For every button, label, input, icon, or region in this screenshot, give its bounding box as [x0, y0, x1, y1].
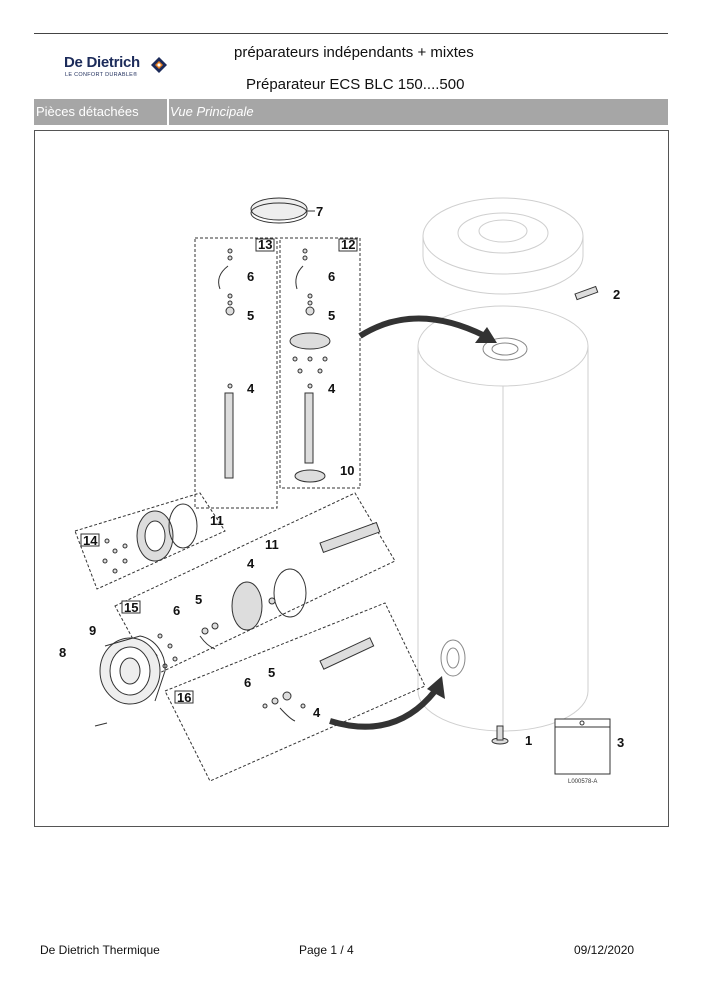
callout-1: 1: [525, 733, 532, 748]
callout-5a: 5: [247, 308, 254, 323]
kit-16-parts: [262, 637, 375, 722]
footer-company: De Dietrich Thermique: [40, 943, 160, 957]
tank-illustration: [417, 197, 589, 732]
callout-13: 13: [258, 237, 272, 252]
brand-diamond-icon: [151, 57, 167, 73]
kit-13-parts: [218, 248, 235, 479]
callout-5b: 5: [328, 308, 335, 323]
callout-4c: 4: [247, 556, 255, 571]
arrow-bottom-icon: [329, 689, 438, 730]
kit-14-box: [74, 492, 226, 590]
callout-16: 16: [177, 690, 191, 705]
exploded-view-frame: L000578-A 7 13 12 6 6 5 5 4 4 10 2 11 14…: [34, 130, 669, 827]
callout-15: 15: [124, 600, 138, 615]
callout-2: 2: [613, 287, 620, 302]
callout-5d: 5: [268, 665, 275, 680]
cover-part: [250, 197, 315, 224]
callout-6c: 6: [173, 603, 180, 618]
arrow-top-icon: [358, 315, 487, 339]
kit-12-parts: [289, 248, 331, 483]
kit-16-box: [164, 602, 426, 782]
callout-5c: 5: [195, 592, 202, 607]
part-3-bag-icon: [554, 718, 611, 775]
kit-13-box: [194, 237, 278, 509]
callout-6d: 6: [244, 675, 251, 690]
manhole-cover-part: [94, 635, 166, 727]
kit-15-parts: [152, 521, 381, 669]
callout-10: 10: [340, 463, 354, 478]
section-bar: Pièces détachées Vue Principale: [34, 99, 668, 125]
kit-14-badge: [80, 533, 100, 547]
reference-code: L000578-A: [568, 779, 597, 785]
callout-6b: 6: [328, 269, 335, 284]
section-label: Pièces détachées: [34, 99, 169, 125]
doc-title-product: Préparateur ECS BLC 150....500: [246, 76, 465, 93]
kit-16-badge: [174, 690, 194, 704]
kit-12-badge: [338, 238, 358, 252]
part-1-foot-icon: [491, 725, 509, 745]
callout-12: 12: [341, 237, 355, 252]
brand-logo: De Dietrich LE CONFORT DURABLE®: [64, 54, 174, 84]
callout-4a: 4: [247, 381, 255, 396]
kit-15-badge: [121, 600, 141, 614]
kit-12-box: [279, 237, 361, 489]
kit-13-badge: [255, 238, 275, 252]
callout-9: 9: [89, 623, 96, 638]
kit-14-parts: [102, 503, 198, 574]
brand-tagline: LE CONFORT DURABLE®: [65, 72, 138, 78]
part-2-icon: [574, 285, 599, 301]
callout-6a: 6: [247, 269, 254, 284]
callout-3: 3: [617, 735, 624, 750]
footer-date: 09/12/2020: [574, 943, 635, 957]
doc-title-category: préparateurs indépendants + mixtes: [234, 44, 474, 61]
callout-8: 8: [59, 645, 66, 660]
arrow-top-head-icon: [475, 327, 497, 343]
arrow-bottom-head-icon: [427, 676, 445, 699]
exploded-view-diagram: L000578-A 7 13 12 6 6 5 5 4 4 10 2 11 14…: [59, 197, 624, 785]
callout-11b: 11: [265, 537, 279, 552]
view-label: Vue Principale: [170, 104, 254, 119]
header-rule: [34, 33, 668, 34]
brand-name: De Dietrich: [64, 54, 140, 71]
callout-14: 14: [83, 533, 98, 548]
kit-15-box: [114, 492, 396, 677]
callout-4d: 4: [313, 705, 321, 720]
footer-page-number: Page 1 / 4: [299, 943, 354, 957]
callout-7: 7: [316, 204, 323, 219]
callout-4b: 4: [328, 381, 336, 396]
callout-11a: 11: [210, 513, 224, 528]
